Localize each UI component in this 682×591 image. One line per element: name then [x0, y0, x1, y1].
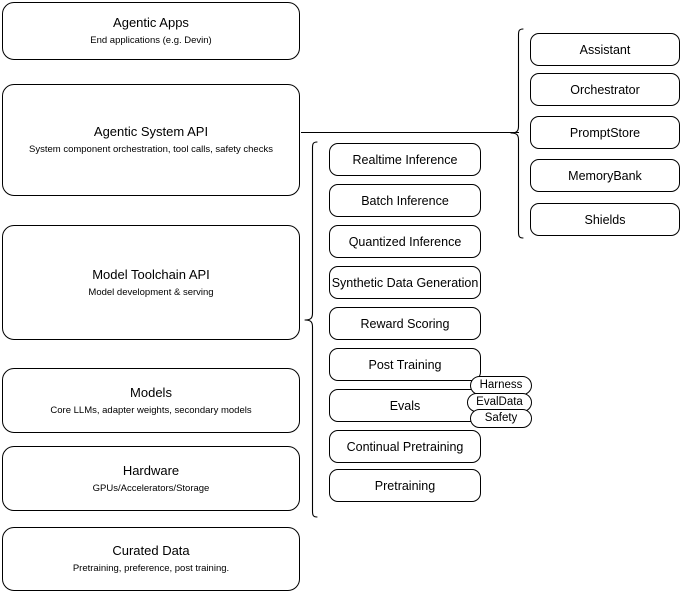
- capability-synthetic-data-generation[interactable]: Synthetic Data Generation: [329, 266, 481, 299]
- layer-subtitle: End applications (e.g. Devin): [90, 35, 212, 46]
- capability-label: Post Training: [368, 357, 442, 372]
- layer-curated-data[interactable]: Curated Data Pretraining, preference, po…: [2, 527, 300, 591]
- layer-agentic-apps[interactable]: Agentic Apps End applications (e.g. Devi…: [2, 2, 300, 60]
- capability-label: Synthetic Data Generation: [331, 275, 479, 290]
- component-memorybank[interactable]: MemoryBank: [530, 159, 680, 192]
- layer-models[interactable]: Models Core LLMs, adapter weights, secon…: [2, 368, 300, 433]
- layer-subtitle: System component orchestration, tool cal…: [29, 144, 273, 155]
- evals-subcomponent-label: Harness: [479, 379, 523, 391]
- capability-realtime-inference[interactable]: Realtime Inference: [329, 143, 481, 176]
- component-label: Orchestrator: [570, 82, 640, 97]
- layer-title: Models: [130, 384, 172, 400]
- component-label: Assistant: [579, 42, 631, 57]
- capability-pretraining[interactable]: Pretraining: [329, 469, 481, 502]
- evals-subcomponent-label: Safety: [484, 412, 518, 424]
- layer-title: Agentic System API: [93, 124, 209, 139]
- component-label: PromptStore: [569, 125, 641, 140]
- evals-subcomponent-safety[interactable]: Safety: [470, 409, 532, 428]
- component-label: Shields: [584, 212, 626, 227]
- capability-label: Batch Inference: [361, 193, 449, 208]
- capability-label: Realtime Inference: [352, 152, 458, 167]
- layer-title: Curated Data: [112, 543, 190, 558]
- component-assistant[interactable]: Assistant: [530, 33, 680, 66]
- capability-continual-pretraining[interactable]: Continual Pretraining: [329, 430, 481, 463]
- capability-post-training[interactable]: Post Training: [329, 348, 481, 381]
- capability-label: Reward Scoring: [360, 316, 450, 331]
- capability-label: Evals: [389, 398, 421, 413]
- capability-batch-inference[interactable]: Batch Inference: [329, 184, 481, 217]
- layer-subtitle: Pretraining, preference, post training.: [72, 563, 230, 574]
- capability-label: Pretraining: [374, 478, 436, 493]
- layer-subtitle: Model development & serving: [88, 286, 214, 298]
- capability-quantized-inference[interactable]: Quantized Inference: [329, 225, 481, 258]
- layer-title: Model Toolchain API: [92, 266, 210, 282]
- component-label: MemoryBank: [568, 168, 642, 183]
- layer-agentic-system-api[interactable]: Agentic System API System component orch…: [2, 84, 300, 196]
- capability-label: Quantized Inference: [348, 234, 462, 249]
- layer-hardware[interactable]: Hardware GPUs/Accelerators/Storage: [2, 446, 300, 511]
- layer-title: Agentic Apps: [113, 15, 189, 30]
- capability-evals[interactable]: Evals: [329, 389, 481, 422]
- layer-subtitle: GPUs/Accelerators/Storage: [92, 482, 210, 494]
- evals-subcomponent-evaldata[interactable]: EvalData: [467, 393, 532, 412]
- layer-subtitle: Core LLMs, adapter weights, secondary mo…: [50, 404, 252, 416]
- capability-reward-scoring[interactable]: Reward Scoring: [329, 307, 481, 340]
- layer-title: Hardware: [122, 462, 180, 478]
- brace-toolchain-capabilities: [304, 141, 318, 518]
- layer-model-toolchain-api[interactable]: Model Toolchain API Model development & …: [2, 225, 300, 340]
- brace-agentic-system-components: [510, 28, 524, 239]
- component-promptstore[interactable]: PromptStore: [530, 116, 680, 149]
- evals-subcomponent-label: EvalData: [476, 396, 523, 408]
- capability-label: Continual Pretraining: [346, 439, 464, 454]
- connector-agentic-system-api-to-components: [301, 132, 519, 133]
- component-orchestrator[interactable]: Orchestrator: [530, 73, 680, 106]
- component-shields[interactable]: Shields: [530, 203, 680, 236]
